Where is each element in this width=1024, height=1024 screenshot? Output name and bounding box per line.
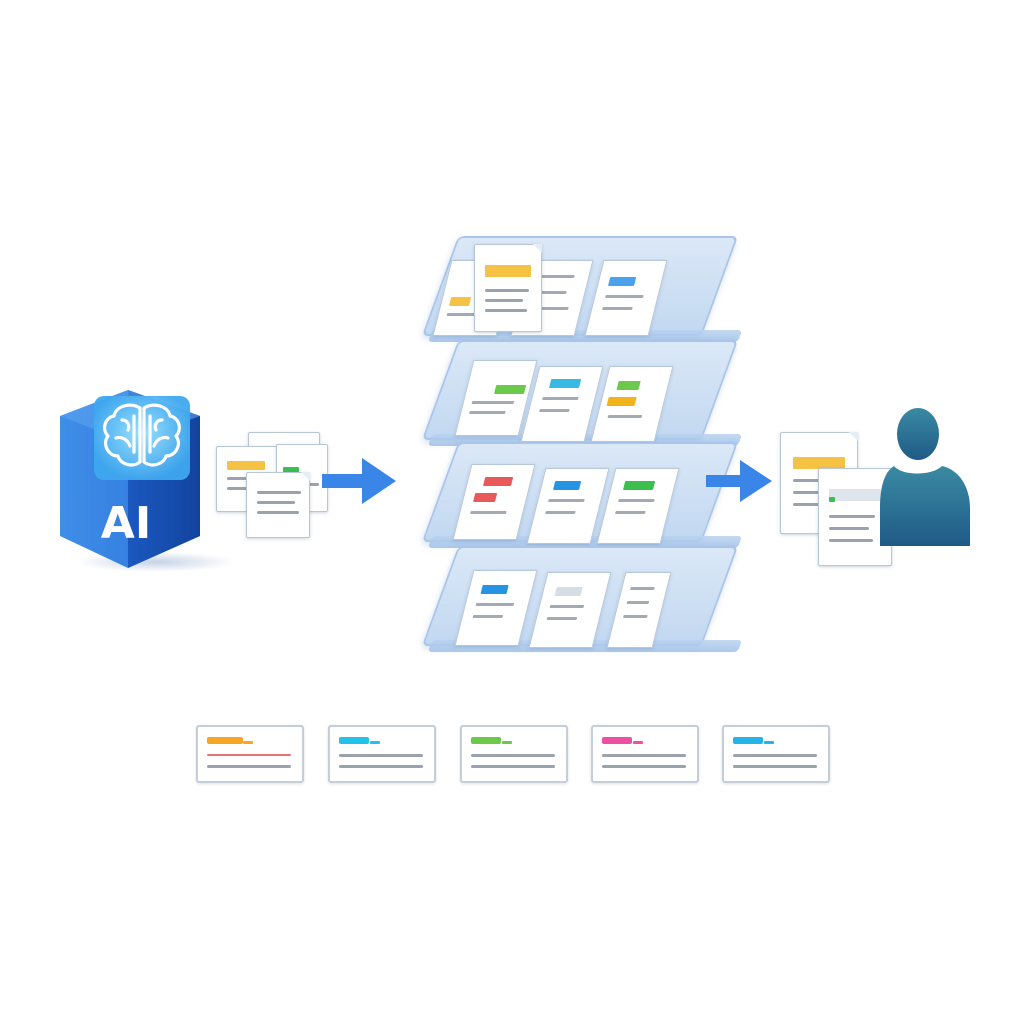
summary-card-pink — [591, 725, 699, 783]
ai-node: AI — [56, 386, 236, 572]
summary-card-blue — [722, 725, 830, 783]
arrow-right-icon — [322, 458, 396, 504]
user-icon — [880, 408, 970, 546]
input-document-4 — [246, 472, 310, 538]
summary-card-green — [460, 725, 568, 783]
layer-stack — [420, 236, 743, 656]
arrow-right-icon — [706, 460, 772, 502]
brain-icon — [103, 403, 181, 467]
ai-label: AI — [100, 498, 152, 549]
ai-hexagon-icon — [60, 390, 236, 572]
summary-card-orange — [196, 725, 304, 783]
layer-1-front-document — [474, 244, 542, 332]
output-document-front — [818, 468, 892, 566]
summary-card-cyan — [328, 725, 436, 783]
